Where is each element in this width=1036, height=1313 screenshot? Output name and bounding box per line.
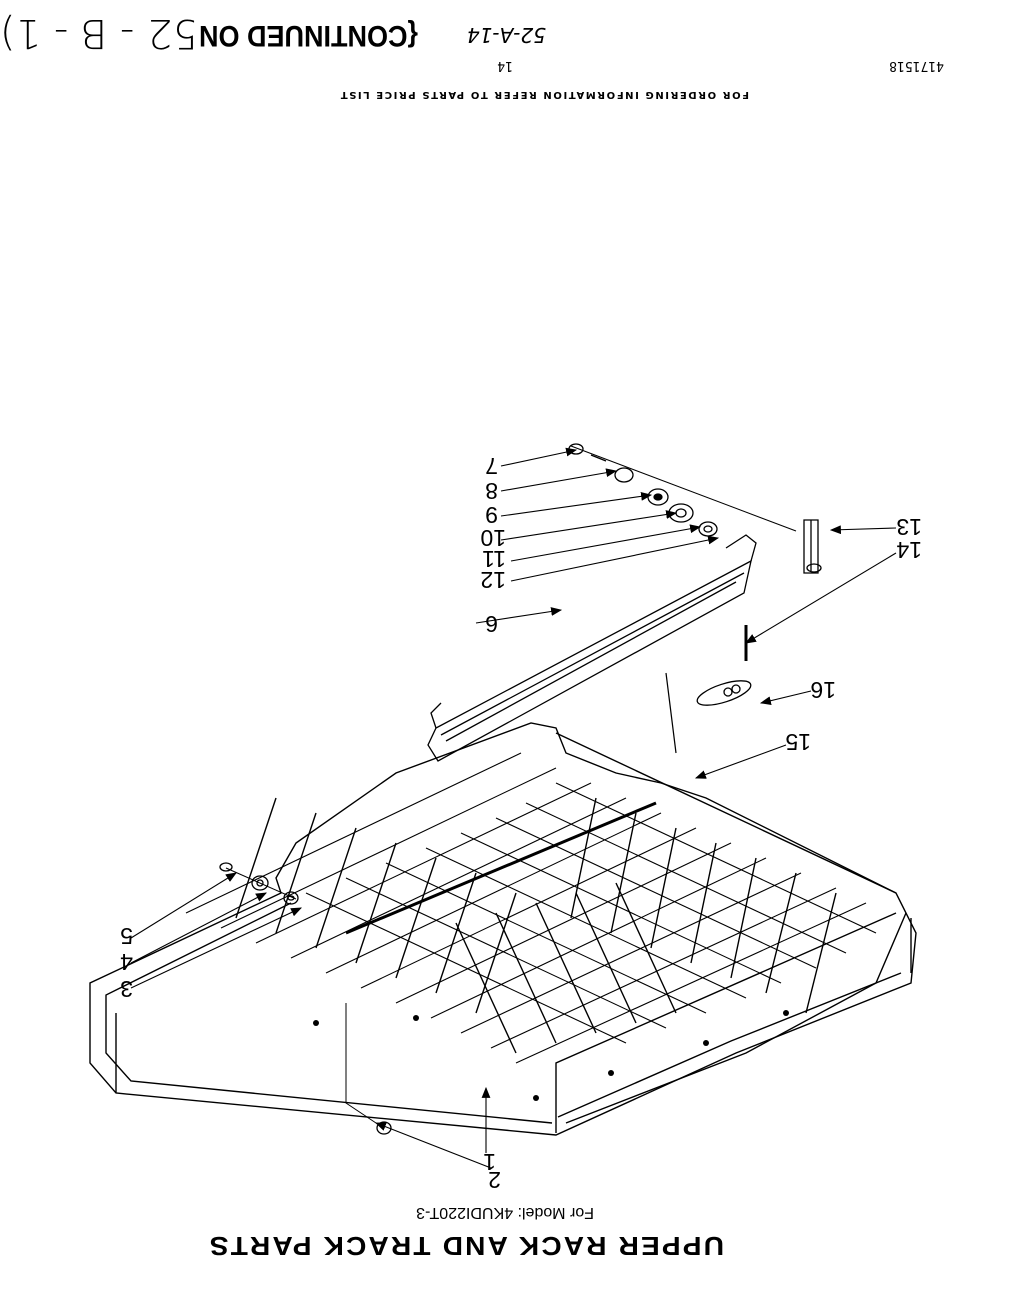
callout-13: 13 <box>896 514 922 540</box>
leader-7 <box>500 447 578 467</box>
callout-6: 6 <box>485 611 498 637</box>
callout-14: 14 <box>896 537 922 563</box>
callout-3: 3 <box>120 976 133 1002</box>
leader-4 <box>130 892 267 964</box>
adjuster-clip <box>696 680 752 706</box>
leader-16 <box>759 690 812 705</box>
callout-2: 2 <box>488 1167 501 1193</box>
track-rail <box>427 534 757 762</box>
leader-13 <box>829 525 897 535</box>
upper-rack <box>89 672 917 1136</box>
callout-15: 15 <box>785 729 811 755</box>
leader-3 <box>130 907 302 989</box>
leader-2 <box>374 1122 492 1169</box>
callout-5: 5 <box>120 923 133 949</box>
leader-8 <box>500 468 618 492</box>
callout-7: 7 <box>485 453 498 479</box>
callout-16: 16 <box>810 677 836 703</box>
callout-8: 8 <box>485 478 498 504</box>
leader-5 <box>130 872 237 939</box>
callout-12: 12 <box>480 567 506 593</box>
end-hardware <box>219 862 299 905</box>
track-hardware <box>568 443 797 537</box>
callout-4: 4 <box>120 949 133 975</box>
leader-12 <box>510 535 720 582</box>
leader-6 <box>475 607 563 624</box>
leader-14 <box>745 552 897 644</box>
callout-9: 9 <box>485 502 498 528</box>
leader-11 <box>510 524 702 562</box>
leader-10 <box>500 510 678 541</box>
leader-15 <box>694 744 787 779</box>
leader-9 <box>500 492 653 517</box>
rack-stop <box>803 519 822 574</box>
rack-bumper <box>345 1003 392 1135</box>
